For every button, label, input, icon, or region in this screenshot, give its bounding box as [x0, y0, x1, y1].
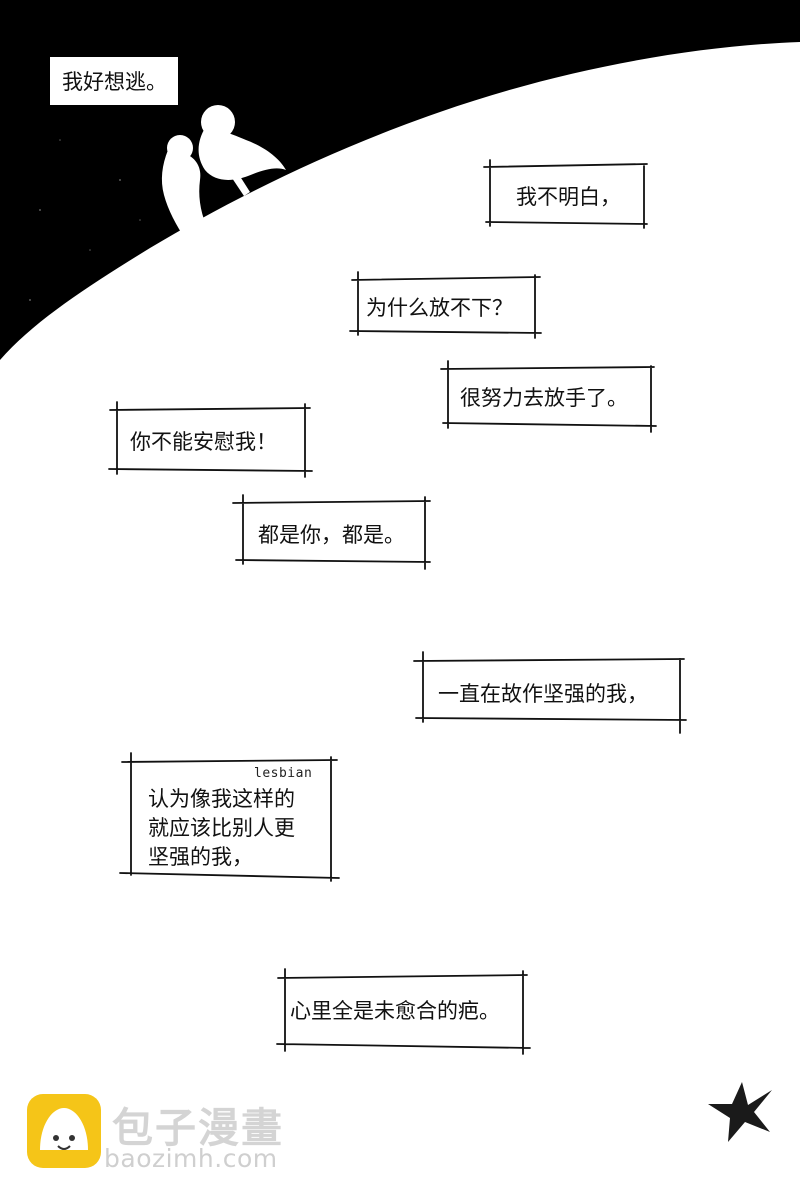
caption-cant-comfort: 你不能安慰我！ — [130, 427, 277, 457]
caption-text: 很努力去放手了。 — [460, 386, 628, 410]
caption-all-you: 都是你，都是。 — [258, 520, 405, 550]
caption-text: 我不明白， — [516, 185, 621, 209]
caption-pretend-strong: 一直在故作坚强的我， — [438, 679, 648, 709]
bun-logo — [27, 1094, 101, 1168]
star-decoration — [708, 1082, 772, 1142]
caption-text: 为什么放不下？ — [366, 296, 513, 320]
caption-text: 你不能安慰我！ — [130, 430, 277, 454]
caption-tried-let-go: 很努力去放手了。 — [460, 383, 628, 413]
caption-dont-understand: 我不明白， — [516, 182, 621, 212]
caption-why-cant-let-go: 为什么放不下？ — [366, 293, 513, 323]
caption-text: 我好想逃。 — [62, 70, 167, 94]
caption-frames — [50, 57, 687, 1055]
caption-line: 认为像我这样的 — [148, 787, 295, 811]
caption-line: 就应该比别人更 — [148, 816, 295, 840]
caption-line: 坚强的我， — [148, 845, 253, 869]
ruby-annotation: lesbian — [254, 766, 313, 781]
caption-lesbian-should: 认为像我这样的 就应该比别人更 坚强的我， — [148, 785, 295, 872]
watermark-name: 包子漫畫 — [112, 1104, 284, 1152]
figures-silhouette — [161, 105, 286, 240]
night-sky — [0, 0, 800, 360]
caption-escape: 我好想逃。 — [62, 67, 167, 97]
caption-text: 一直在故作坚强的我， — [438, 682, 648, 706]
caption-text: 心里全是未愈合的疤。 — [290, 999, 500, 1023]
watermark-url: baozimh.com — [104, 1144, 278, 1173]
caption-scars: 心里全是未愈合的疤。 — [290, 996, 500, 1026]
caption-text: 都是你，都是。 — [258, 523, 405, 547]
night-specks — [29, 139, 141, 301]
